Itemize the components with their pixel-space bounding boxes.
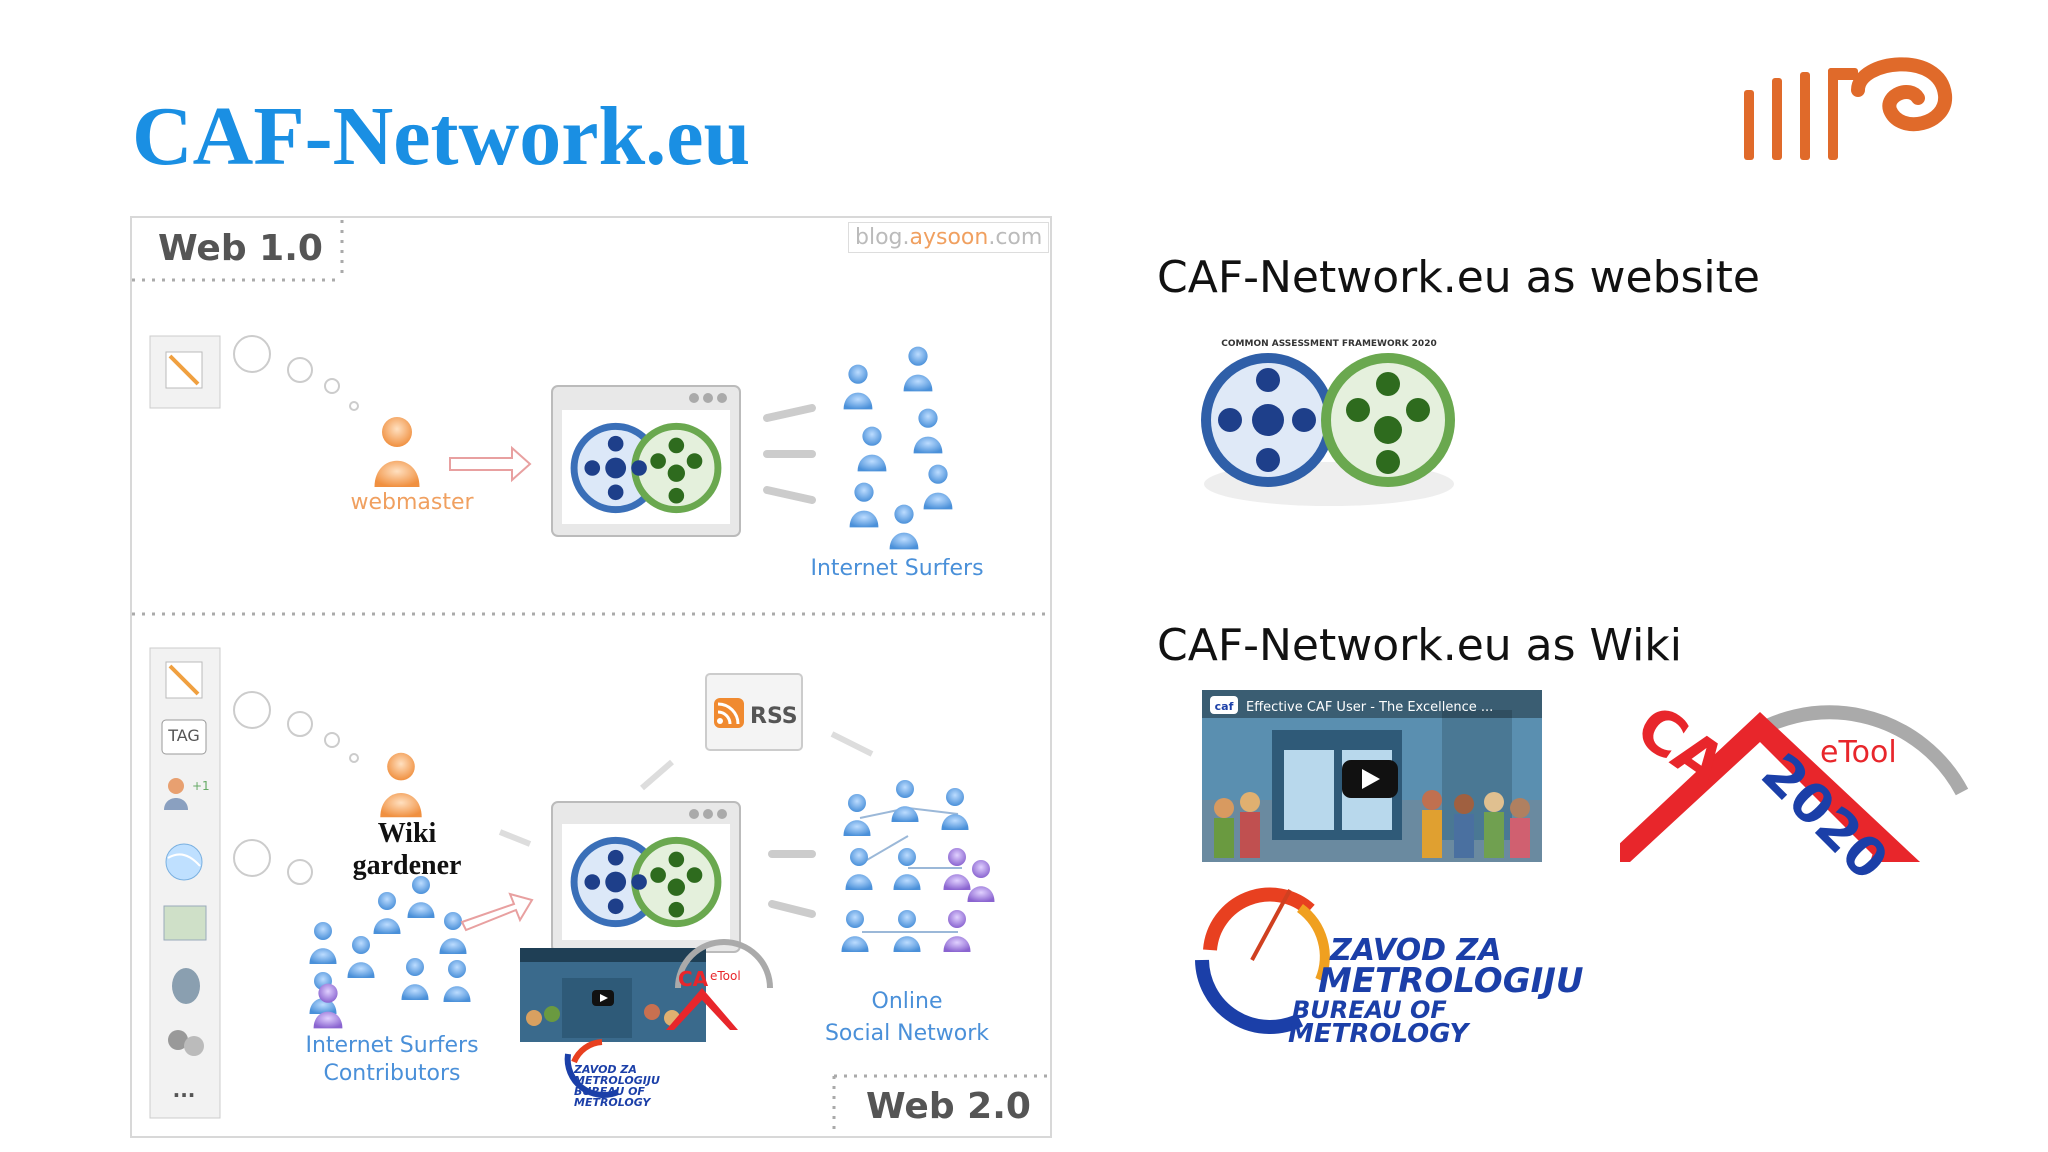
mini-metro-line3: BUREAU OF: [574, 1085, 645, 1098]
source-part: blog.: [855, 225, 910, 250]
map-icon: [163, 905, 207, 941]
pencil-icon: [165, 351, 203, 389]
etool-logo: CA eTool 2020: [1620, 692, 1969, 892]
svg-text:eTool: eTool: [710, 969, 741, 983]
website-caption: CAF-Network.eu as website: [1157, 252, 1760, 303]
pencil-icon: [165, 661, 203, 699]
contrib-line2: Contributors: [323, 1061, 461, 1086]
tag-icon: [161, 719, 207, 755]
globe-icon: [165, 843, 203, 881]
website-window-web1: [551, 385, 741, 537]
source-credit: blog.aysoon.com: [848, 222, 1050, 253]
video-title: Effective CAF User - The Excellence ...: [1246, 700, 1493, 715]
contrib-line1: Internet Surfers: [305, 1033, 479, 1058]
video-scene: caf Effective CAF User - The Excellence …: [1202, 690, 1542, 862]
film-icon: [168, 1030, 204, 1056]
video-thumbnail[interactable]: caf Effective CAF User - The Excellence …: [1202, 690, 1542, 862]
metrology-logo: ZAVOD ZA METROLOGIJU BUREAU OF METROLOGY: [1195, 887, 1584, 1049]
mini-metro-line4: METROLOGY: [574, 1096, 651, 1109]
webmaster-label: webmaster: [350, 490, 474, 515]
mini-metro-line1: ZAVOD ZA: [574, 1063, 637, 1076]
svg-text:CA: CA: [678, 967, 709, 991]
metro-line3: BUREAU OF: [1292, 996, 1447, 1024]
mini-etool-logo: CA eTool: [666, 939, 773, 1030]
etool-text: eTool: [1820, 735, 1897, 770]
logo-icon: [1744, 57, 1952, 160]
internet-surfers-label: Internet Surfers: [810, 556, 984, 581]
wiki-gardener-line1: Wiki: [377, 818, 437, 849]
svg-text:+1: +1: [192, 779, 210, 793]
wiki-caption: CAF-Network.eu as Wiki: [1157, 620, 1682, 671]
source-part: .com: [988, 225, 1043, 250]
website-window-web2: [551, 801, 741, 953]
slide-title: CAF-Network.eu: [132, 90, 751, 183]
tag-icon-label: TAG: [168, 726, 200, 745]
caf-model-image: COMMON ASSESSMENT FRAMEWORK 2020: [1201, 339, 1455, 506]
source-part-brand: aysoon: [909, 225, 989, 250]
more-icon: ...: [172, 1078, 196, 1102]
mini-metrology-logo: [564, 1039, 620, 1098]
etool-ca: CA: [1624, 692, 1739, 802]
mini-video-thumbnail: [520, 948, 706, 1042]
online-line1: Online: [871, 989, 943, 1014]
web2-tag: Web 2.0: [866, 1086, 1031, 1127]
metro-line2: METROLOGIJU: [1318, 961, 1584, 1001]
mini-metro-line2: METROLOGIJU: [574, 1074, 660, 1087]
svg-text:caf: caf: [1215, 700, 1234, 713]
web1-tag: Web 1.0: [158, 228, 323, 269]
rss-box: [705, 673, 803, 751]
rss-label: RSS: [750, 704, 798, 729]
wiki-gardener-line2: gardener: [352, 850, 462, 881]
play-icon: [1342, 760, 1398, 798]
online-social-network-label: Online Social Network: [812, 986, 1002, 1050]
diagram-graphics: +1: [132, 220, 1050, 1136]
rss-icon: [172, 968, 200, 1004]
caf-model-title: COMMON ASSESSMENT FRAMEWORK 2020: [1221, 339, 1436, 349]
mini-metrology-text: ZAVOD ZA METROLOGIJU BUREAU OF METROLOGY: [574, 1064, 660, 1108]
metro-line4: METROLOGY: [1288, 1019, 1472, 1049]
people-group: [1214, 790, 1530, 858]
contributors-label: Internet Surfers Contributors: [282, 1032, 502, 1088]
wiki-gardener-label: Wiki gardener: [332, 818, 482, 882]
online-line2: Social Network: [824, 1021, 990, 1046]
metro-line1: ZAVOD ZA: [1329, 933, 1501, 968]
web-evolution-diagram: +1: [130, 216, 1052, 1138]
people-icon: +1: [164, 778, 210, 810]
